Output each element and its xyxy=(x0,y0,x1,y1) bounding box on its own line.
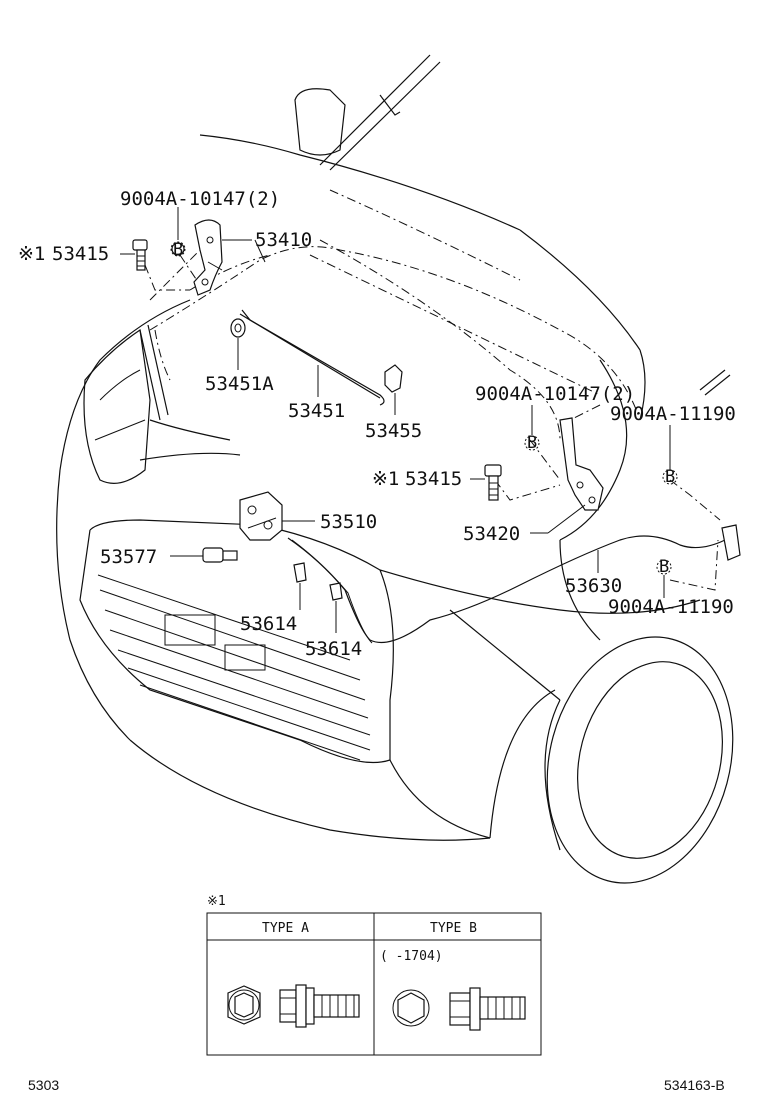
hood-release-cable xyxy=(287,535,726,644)
part-labels: 9004A-10147(2) ※1 53415 53410 53451A 534… xyxy=(18,188,736,660)
label-53415-right-mark: ※1 xyxy=(372,468,399,490)
legend-mark: ※1 xyxy=(207,894,226,909)
hood-hinge-left xyxy=(193,219,223,296)
footer-left-code: 5303 xyxy=(28,1077,59,1093)
bolt-53415-top xyxy=(132,239,148,271)
hood-lock-53510 xyxy=(239,491,283,541)
label-53415-top-mark: ※1 xyxy=(18,243,45,265)
label-53410: 53410 xyxy=(255,229,312,251)
label-53415-right: 53415 xyxy=(405,468,462,490)
label-9004a-10147-top: 9004A-10147(2) xyxy=(120,188,280,210)
b-mark-1: B xyxy=(170,240,186,260)
legend-type-b: TYPE B xyxy=(430,921,477,936)
label-53451a: 53451A xyxy=(205,373,274,395)
cable-end-bracket xyxy=(721,524,741,561)
type-a-bolt-icon xyxy=(227,984,360,1028)
label-53614-right: 53614 xyxy=(305,638,362,660)
legend-type-b-range: ( -1704) xyxy=(380,949,443,964)
grommet-53451a xyxy=(230,318,246,338)
label-53630: 53630 xyxy=(565,575,622,597)
svg-text:B: B xyxy=(173,240,183,260)
label-9004a-11190-top: 9004A-11190 xyxy=(610,403,736,425)
clamp-53614-right xyxy=(329,582,343,601)
tire xyxy=(489,636,734,884)
vehicle-body-outline xyxy=(56,54,734,884)
label-9004a-10147-right: 9004A-10147(2) xyxy=(475,383,635,405)
bolt-type-legend: ※1 TYPE A TYPE B ( -1704) xyxy=(206,894,542,1056)
label-53451: 53451 xyxy=(288,400,345,422)
label-53415-top: 53415 xyxy=(52,243,109,265)
hood-support-rod xyxy=(239,309,385,406)
svg-text:B: B xyxy=(665,467,675,487)
bolt-9004a-10147-top xyxy=(171,242,185,256)
label-53510: 53510 xyxy=(320,511,377,533)
hood-hinge-right xyxy=(559,417,604,511)
label-9004a-11190-bottom: 9004A-11190 xyxy=(608,596,734,618)
bolt-53415-right xyxy=(484,464,502,501)
svg-text:B: B xyxy=(527,433,537,453)
leader-lines xyxy=(120,207,671,633)
b-mark-2: B xyxy=(524,433,540,453)
label-53577: 53577 xyxy=(100,546,157,568)
clamp-53614-left xyxy=(293,562,307,583)
footer-right-code: 534163-B xyxy=(664,1077,725,1093)
hood-outline-dashed xyxy=(149,189,641,441)
svg-text:B: B xyxy=(659,557,669,577)
legend-type-a: TYPE A xyxy=(262,921,309,936)
rod-holder-53455 xyxy=(384,364,403,393)
grille xyxy=(97,574,371,761)
b-mark-4: B xyxy=(656,557,672,577)
label-53614-left: 53614 xyxy=(240,613,297,635)
label-53455: 53455 xyxy=(365,420,422,442)
bolt-53577 xyxy=(202,547,238,563)
label-53420: 53420 xyxy=(463,523,520,545)
type-b-bolt-icon xyxy=(392,987,526,1031)
leader-dash-lines xyxy=(144,254,721,591)
